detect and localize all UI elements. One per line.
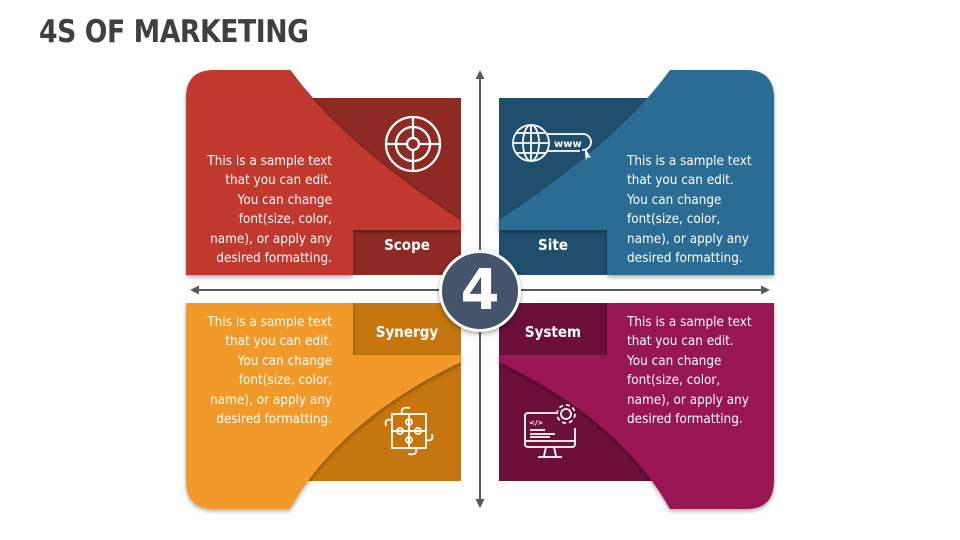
text-line: name), or apply any <box>210 392 332 408</box>
text-line: name), or apply any <box>210 231 332 247</box>
text-line: desired formatting. <box>216 412 332 428</box>
scope-label: Scope <box>384 236 430 254</box>
text-line: desired formatting. <box>627 251 743 267</box>
text-line: desired formatting. <box>627 412 743 428</box>
system-label: System <box>524 323 582 341</box>
text-line: that you can edit. <box>627 173 734 189</box>
svg-text:www: www <box>554 139 582 150</box>
synergy-label: Synergy <box>375 323 439 341</box>
text-line: This is a sample text <box>627 154 752 169</box>
text-line: You can change <box>627 192 722 208</box>
page-title: 4S OF MARKETING <box>39 14 309 50</box>
text-line: font(size, color, <box>627 212 721 228</box>
text-line: This is a sample text <box>207 154 332 169</box>
text-line: font(size, color, <box>238 212 332 228</box>
center-number-badge: 4 <box>439 250 521 332</box>
text-line: font(size, color, <box>627 373 721 389</box>
target-icon <box>384 115 442 173</box>
text-line: You can change <box>627 353 722 369</box>
quadrant-system <box>499 303 774 509</box>
text-line: font(size, color, <box>238 373 332 389</box>
scope-description: This is a sample text that you can edit.… <box>202 152 332 268</box>
text-line: This is a sample text <box>207 315 332 330</box>
site-description: This is a sample text that you can edit.… <box>627 152 757 268</box>
quadrant-scope <box>186 69 462 275</box>
computer-gear-icon: </> <box>524 404 576 458</box>
text-line: You can change <box>237 192 332 208</box>
text-line: name), or apply any <box>627 392 749 408</box>
text-line: You can change <box>237 353 332 369</box>
globe-www-icon: www <box>512 124 592 162</box>
synergy-description: This is a sample text that you can edit.… <box>202 313 332 429</box>
text-line: desired formatting. <box>216 251 332 267</box>
text-line: name), or apply any <box>627 231 749 247</box>
puzzle-icon <box>384 406 434 456</box>
site-label: Site <box>538 236 568 254</box>
system-description: This is a sample text that you can edit.… <box>627 313 757 429</box>
text-line: This is a sample text <box>627 315 752 330</box>
quadrant-synergy <box>186 303 461 509</box>
text-line: that you can edit. <box>225 334 332 350</box>
text-line: that you can edit. <box>627 334 734 350</box>
svg-text:</>: </> <box>529 419 543 427</box>
text-line: that you can edit. <box>225 173 332 189</box>
